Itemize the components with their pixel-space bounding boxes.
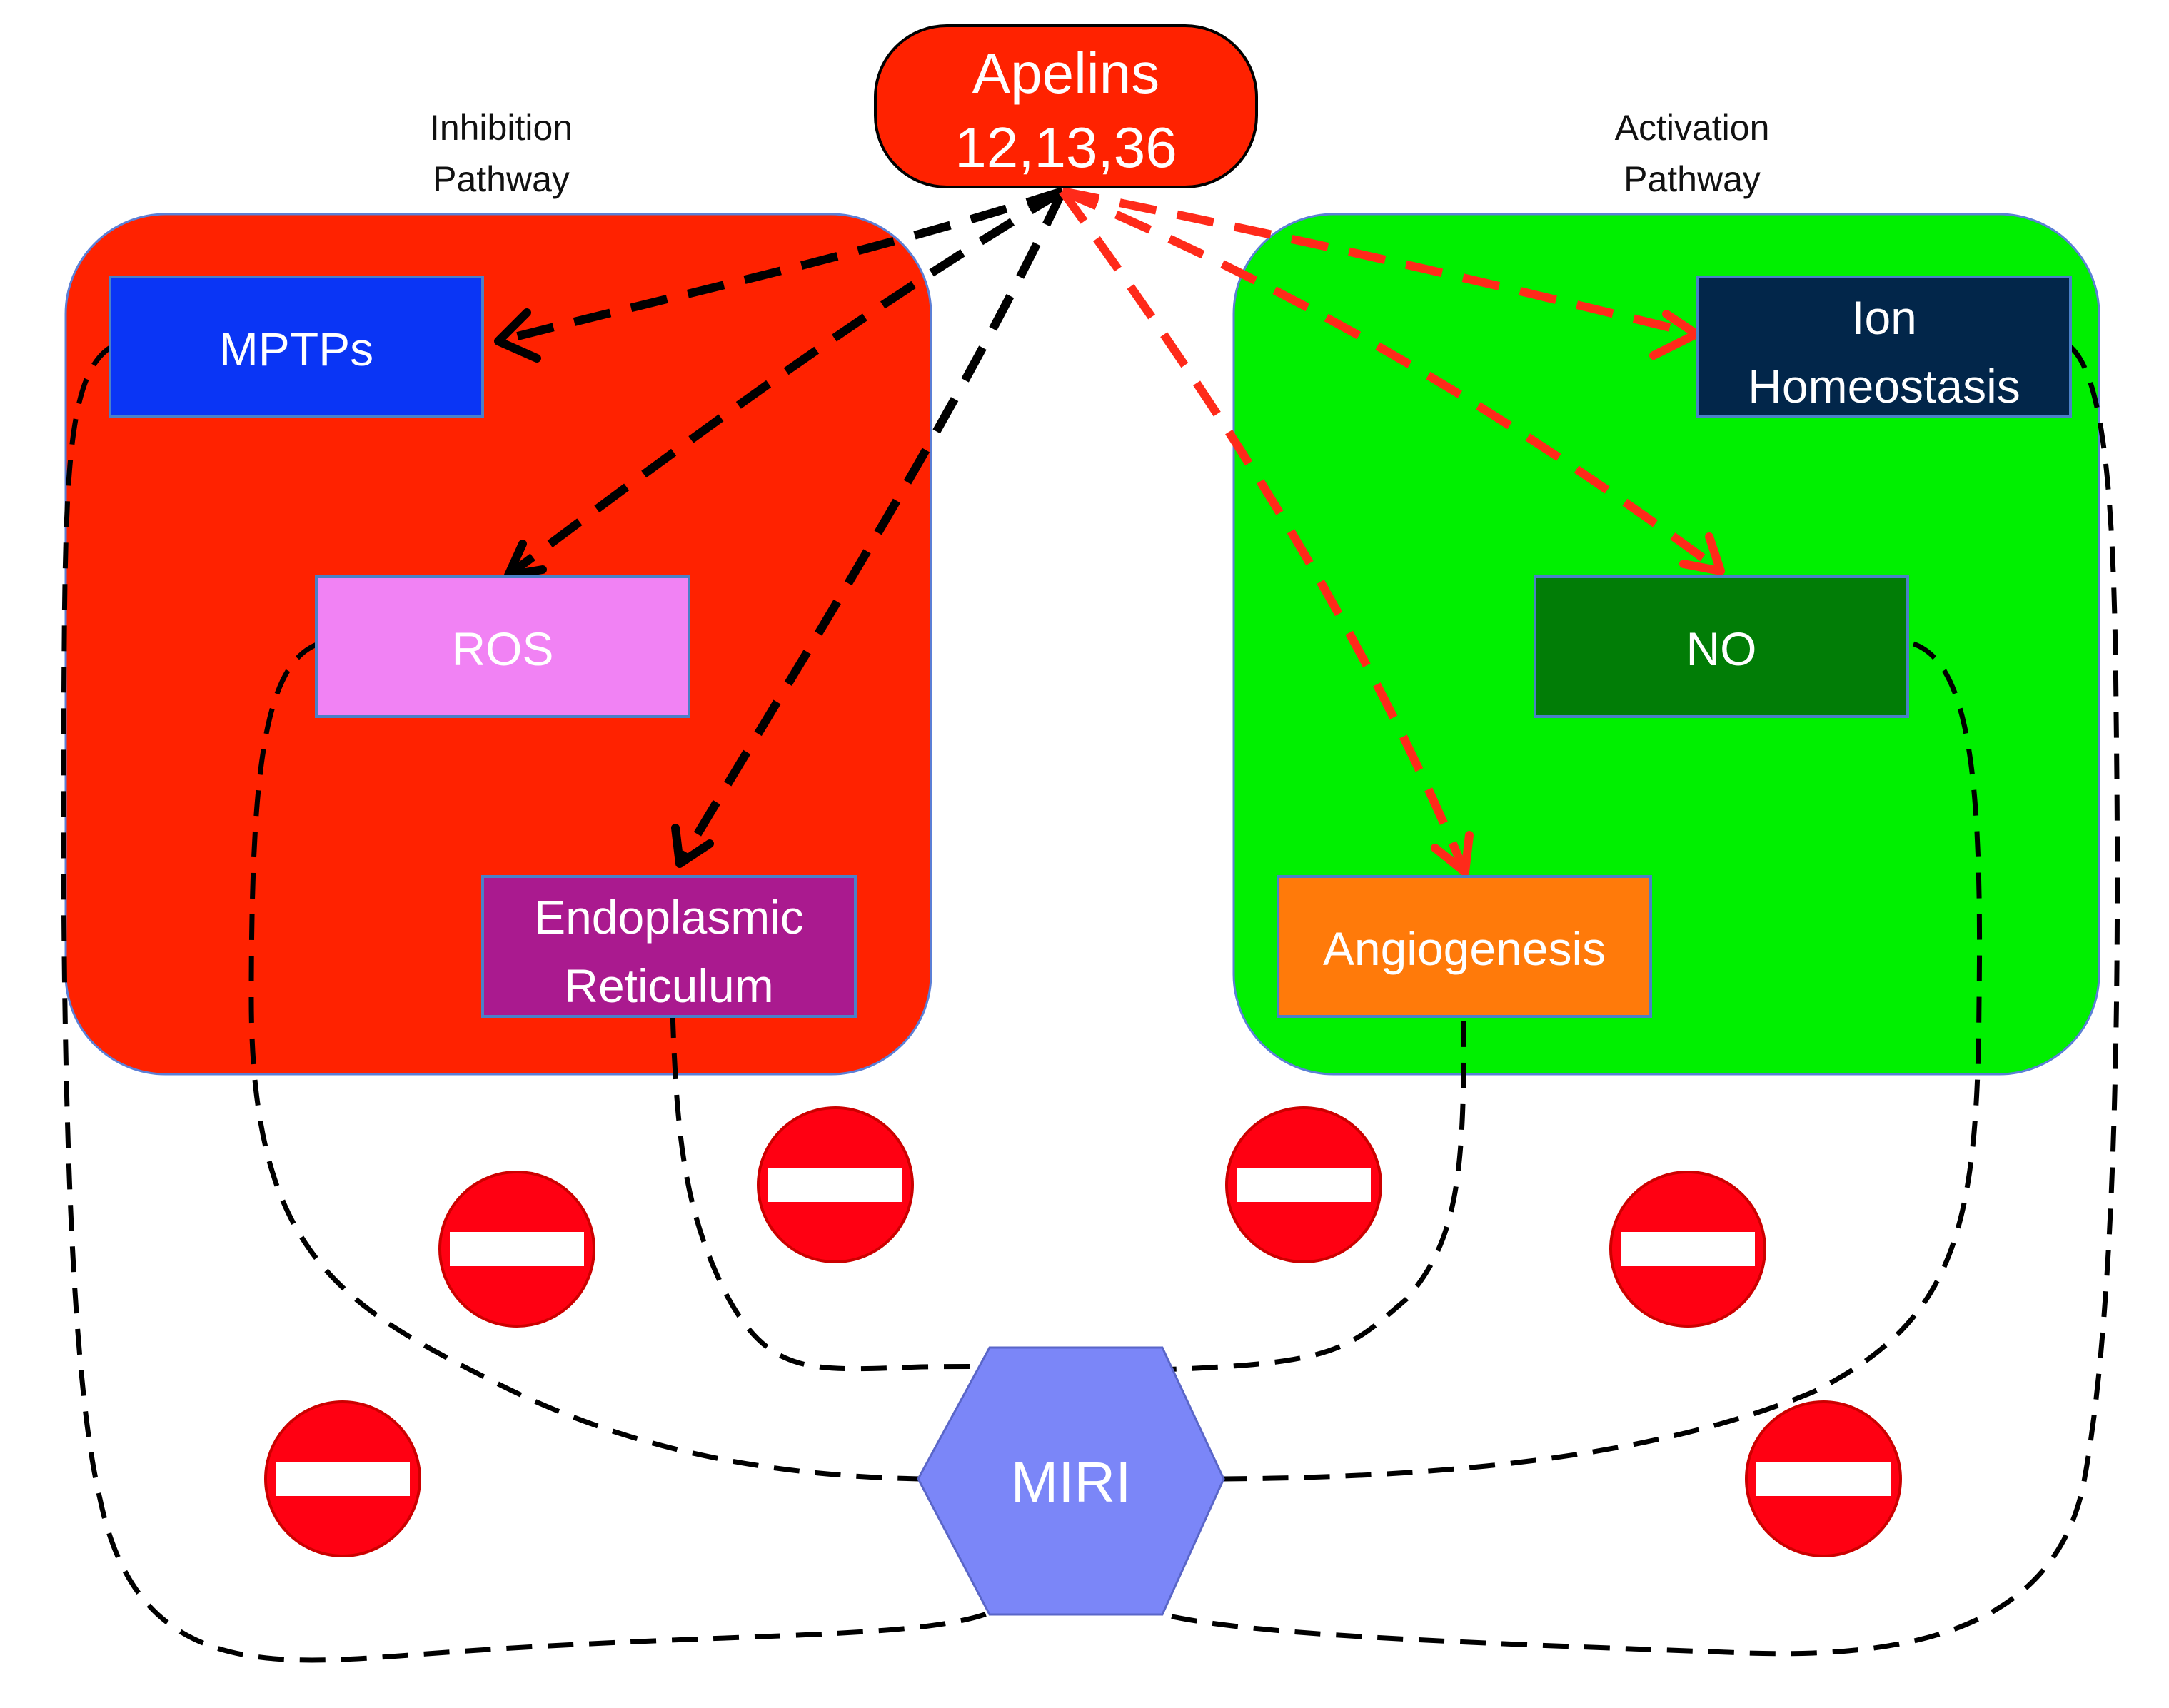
no-label: NO xyxy=(1686,622,1757,675)
connector-ion-miri xyxy=(1162,345,2120,1657)
connector-mptps-miri xyxy=(61,345,990,1663)
apelins-line2: 12,13,36 xyxy=(955,116,1177,179)
arrow-apelins-mptps xyxy=(497,187,1064,345)
inhibition-label-line2: Pathway xyxy=(433,159,570,199)
er-box xyxy=(481,875,857,1018)
apelins-line1: Apelins xyxy=(972,41,1159,105)
no-entry-icon xyxy=(438,1171,595,1328)
inhibition-label-line1: Inhibition xyxy=(430,108,573,148)
arrowhead-er xyxy=(671,824,714,868)
arrowhead-angio xyxy=(1431,831,1474,876)
ros-label: ROS xyxy=(451,622,553,675)
arrowhead-mptps xyxy=(494,308,541,363)
no-entry-icon xyxy=(1225,1106,1382,1263)
er-label-line1: Endoplasmic xyxy=(534,891,804,944)
ion-label-line2: Homeostasis xyxy=(1748,360,2020,413)
no-box xyxy=(1534,575,1909,718)
activation-label-line1: Activation xyxy=(1615,108,1770,148)
mptps-box xyxy=(109,276,484,418)
arrowhead-no xyxy=(1679,532,1725,575)
inhibition-arrows xyxy=(497,187,1067,866)
miri-label: MIRI xyxy=(1011,1450,1132,1514)
arrow-apelins-er xyxy=(675,189,1067,866)
no-entry-icon xyxy=(1745,1400,1902,1557)
ion-label-line1: Ion xyxy=(1851,291,1917,344)
arrow-apelins-angio xyxy=(1059,188,1469,874)
activation-label-line2: Pathway xyxy=(1624,159,1761,199)
apelins-node xyxy=(874,24,1258,188)
arrow-apelins-no xyxy=(1060,187,1723,575)
mptps-label: MPTPs xyxy=(219,323,373,375)
miri-node xyxy=(917,1346,1225,1616)
no-entry-icon xyxy=(264,1400,421,1557)
er-label-line2: Reticulum xyxy=(564,959,773,1012)
connector-no-miri xyxy=(1223,641,1983,1482)
miri-connectors xyxy=(61,345,2120,1663)
no-entry-icon xyxy=(1609,1171,1766,1328)
angio-label: Angiogenesis xyxy=(1323,922,1606,975)
activation-arrows xyxy=(1059,187,1723,874)
angio-box xyxy=(1277,875,1652,1018)
no-entry-icon xyxy=(757,1106,914,1263)
ion-box xyxy=(1696,276,2072,418)
connector-ros-miri xyxy=(248,641,920,1482)
ros-box xyxy=(315,575,690,718)
arrow-apelins-ion xyxy=(1061,187,1698,338)
